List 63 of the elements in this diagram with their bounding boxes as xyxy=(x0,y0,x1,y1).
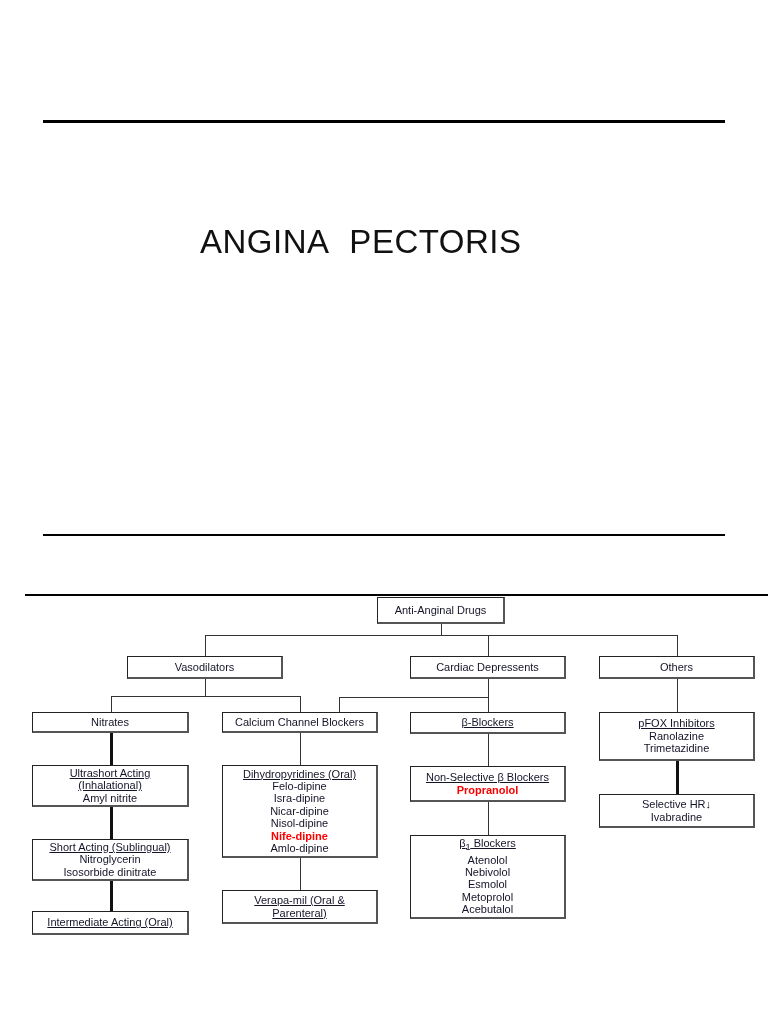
category-box xyxy=(410,656,566,679)
category-box xyxy=(599,656,755,679)
category-box xyxy=(222,712,378,733)
category-box xyxy=(599,794,755,828)
category-box xyxy=(32,765,189,808)
category-box xyxy=(222,890,378,924)
category-box xyxy=(32,839,189,882)
connector-line xyxy=(205,678,301,713)
drug-name: Amyl nitrite xyxy=(82,791,138,805)
connector-line xyxy=(488,678,489,713)
group-heading: Non-Selective β Blockers xyxy=(425,771,550,784)
drug-name: Esmolol xyxy=(467,878,508,891)
drug-name: Ivabradine xyxy=(650,810,703,823)
category-box xyxy=(410,835,566,919)
category-label: Vasodilators xyxy=(174,660,235,674)
drug-name: Nisol-dipine xyxy=(270,817,329,830)
category-box xyxy=(377,597,505,624)
drug-name: Ranolazine xyxy=(648,729,704,743)
drug-name: Nitroglycerin xyxy=(79,853,141,866)
drug-name: Isra-dipine xyxy=(273,792,326,805)
connector-line xyxy=(300,857,301,891)
group-heading: Ultrashort Acting (Inhalational) xyxy=(68,767,152,792)
category-label: Nitrates xyxy=(91,715,129,729)
drug-name: Nebivolol xyxy=(464,866,511,879)
drug-name: Nife-dipine xyxy=(271,829,328,842)
category-box xyxy=(410,766,566,802)
group-heading: Selective HR↓ xyxy=(641,798,712,811)
connector-line xyxy=(110,806,113,839)
group-heading: Dihydropyridines (Oral) xyxy=(242,767,357,780)
drug-name: Acebutalol xyxy=(461,903,514,916)
drug-name: Trimetazidine xyxy=(643,742,710,755)
drug-name: Nicar-dipine xyxy=(270,804,329,818)
slide-title: ANGINA PECTORIS xyxy=(200,222,522,262)
connector-line xyxy=(488,733,489,767)
category-label: Cardiac Depressents xyxy=(436,660,539,674)
category-box xyxy=(127,656,283,679)
connector-line xyxy=(677,678,678,713)
connector-line xyxy=(488,801,489,836)
category-box xyxy=(599,712,755,761)
drug-name: Amlo-dipine xyxy=(270,842,329,855)
category-label: β-Blockers xyxy=(461,716,514,729)
category-label: Calcium Channel Blockers xyxy=(235,715,364,729)
category-box xyxy=(32,911,189,935)
connector-line xyxy=(110,733,113,765)
category-box xyxy=(410,712,566,734)
drug-name: Atenolol xyxy=(467,853,508,866)
connector-line xyxy=(300,732,301,766)
category-box xyxy=(222,765,378,858)
category-label: Intermediate Acting (Oral) xyxy=(47,916,173,929)
connector-line xyxy=(441,623,678,657)
drug-name: Felo-dipine xyxy=(272,780,327,793)
drug-name: Metoprolol xyxy=(461,890,514,904)
connector-line xyxy=(676,761,679,794)
group-heading: β$_{1}$ Blockers xyxy=(459,837,516,854)
category-label: Anti-Anginal Drugs xyxy=(394,603,487,617)
category-box xyxy=(32,712,189,733)
group-heading: Short Acting (Sublingual) xyxy=(49,841,171,854)
category-label: Others xyxy=(660,660,693,674)
drug-name: Isosorbide dinitrate xyxy=(63,865,157,879)
connector-line xyxy=(110,879,113,911)
drug-name: Propranolol xyxy=(456,783,519,796)
group-heading: pFOX Inhibitors xyxy=(638,717,715,730)
category-label: Verapa-mil (Oral & Parenteral) xyxy=(253,894,346,919)
